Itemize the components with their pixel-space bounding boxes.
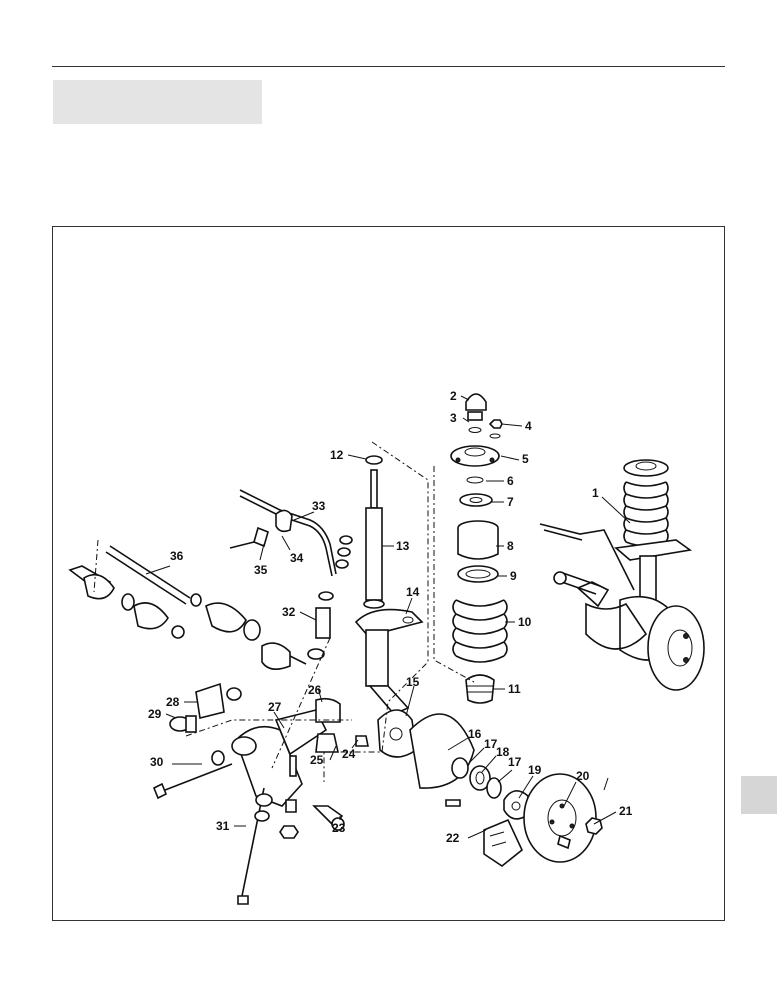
assembly-line-c	[185, 719, 352, 737]
callout-8: 8	[507, 539, 514, 553]
callout-31: 31	[216, 819, 230, 833]
callout-labels: 1 2 3 4 5 6 7 8 9 10 11 12 13 14 15 16 1…	[148, 389, 633, 845]
callout-27: 27	[268, 700, 282, 714]
lower-control-arm-group	[152, 682, 369, 905]
callout-35: 35	[254, 563, 268, 577]
diagram-frame	[52, 226, 725, 921]
callout-20: 20	[576, 769, 590, 783]
callout-18: 18	[496, 745, 510, 759]
callout-11: 11	[508, 682, 521, 696]
callout-33: 33	[312, 499, 326, 513]
callout-32: 32	[282, 605, 296, 619]
callout-1: 1	[592, 486, 599, 500]
driveshaft-group	[68, 539, 307, 670]
callout-12: 12	[330, 448, 344, 462]
callout-28: 28	[166, 695, 180, 709]
steering-knuckle-and-brake	[377, 709, 609, 867]
assembly-line-d	[271, 637, 331, 769]
callout-25: 25	[310, 753, 324, 767]
callout-17a: 17	[484, 737, 498, 751]
callout-6: 6	[507, 474, 514, 488]
callout-16: 16	[468, 727, 482, 741]
callout-15: 15	[406, 675, 420, 689]
anti-roll-bar-group	[229, 489, 353, 660]
assembled-suspension-unit	[539, 459, 705, 691]
callout-36: 36	[170, 549, 184, 563]
callout-24: 24	[342, 747, 356, 761]
top-rule	[52, 66, 725, 67]
callout-21: 21	[619, 804, 633, 818]
callout-26: 26	[308, 683, 322, 697]
callout-10: 10	[518, 615, 532, 629]
callout-29: 29	[148, 707, 162, 721]
callout-13: 13	[396, 539, 410, 553]
shock-absorber-strut	[354, 455, 424, 715]
callout-2: 2	[450, 389, 457, 403]
callout-17b: 17	[508, 755, 522, 769]
callout-9: 9	[510, 569, 517, 583]
leader-lines	[145, 395, 631, 839]
callout-22: 22	[446, 831, 460, 845]
callout-4: 4	[525, 419, 532, 433]
callout-3: 3	[450, 411, 457, 425]
callout-19: 19	[528, 763, 542, 777]
header-box	[53, 80, 262, 124]
callout-34: 34	[290, 551, 304, 565]
assembly-line-b	[433, 466, 475, 683]
callout-23: 23	[332, 821, 346, 835]
callout-5: 5	[522, 452, 529, 466]
strut-top-mount-stack	[450, 393, 508, 704]
callout-14: 14	[406, 585, 420, 599]
callout-7: 7	[507, 495, 514, 509]
callout-30: 30	[150, 755, 164, 769]
side-tab	[741, 776, 777, 814]
